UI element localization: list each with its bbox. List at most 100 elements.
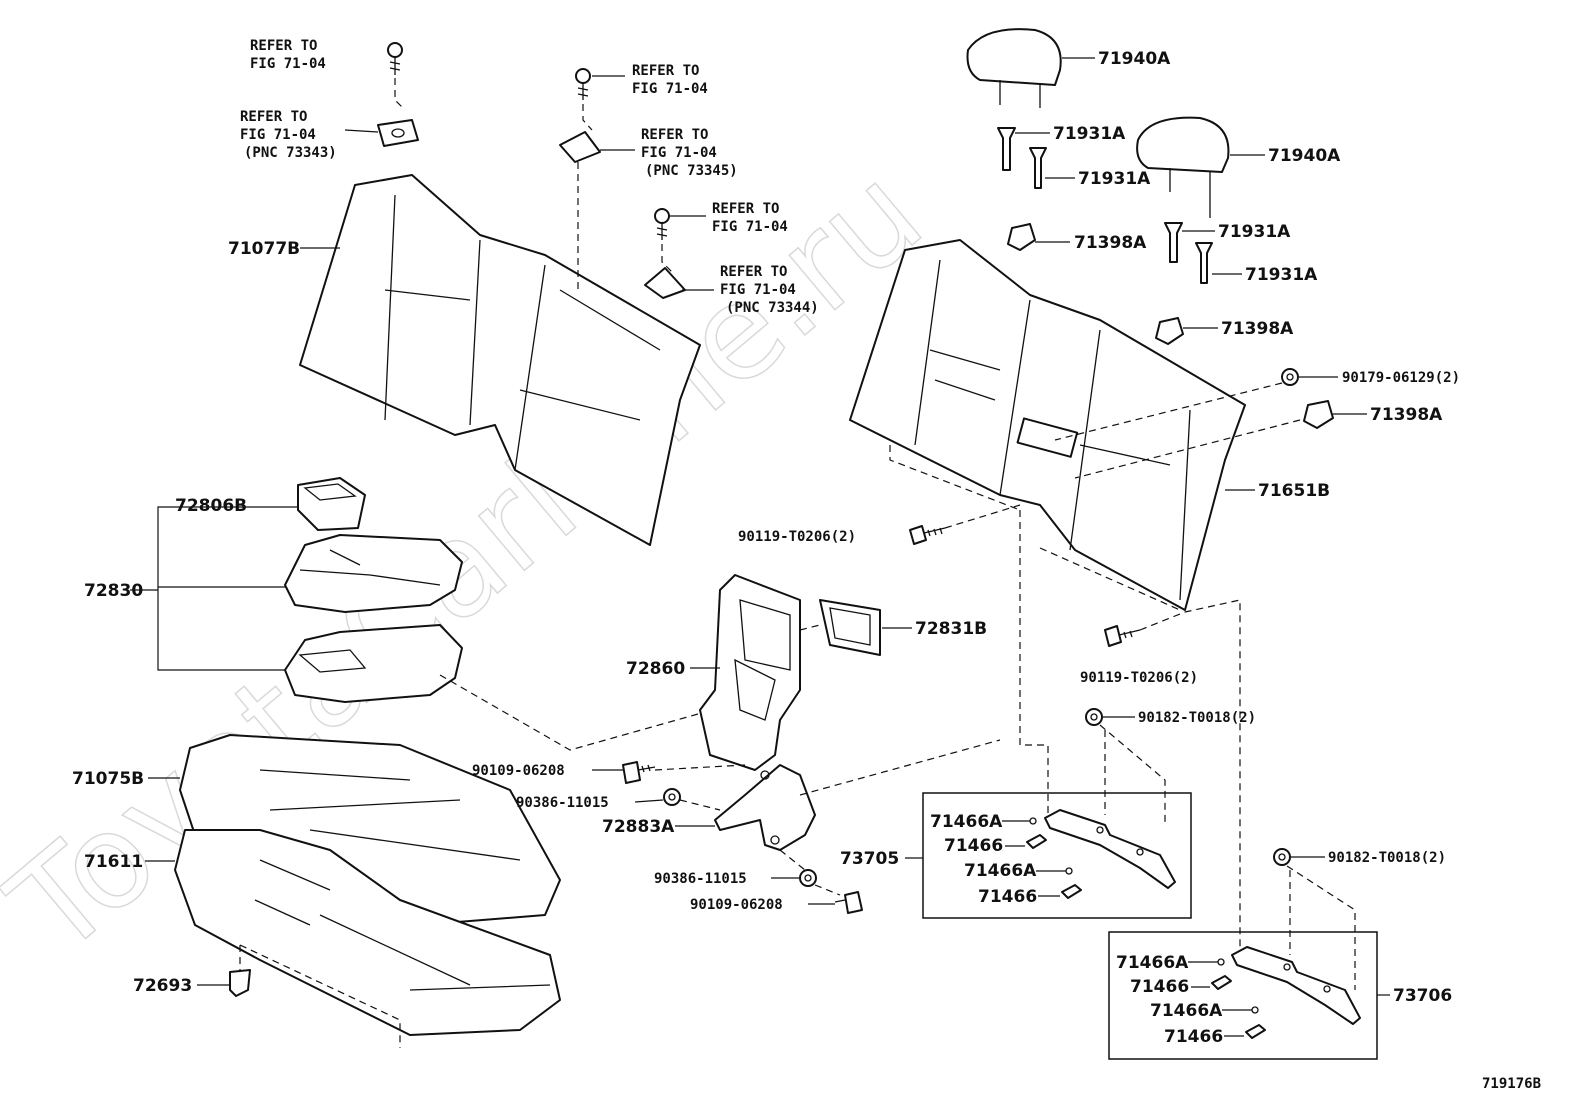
svg-text:REFER TO: REFER TO [632, 63, 699, 79]
pin-icon [1217, 958, 1225, 966]
label-90182-2: 90182-T0018(2) [1328, 850, 1446, 866]
label-72831B: 72831B [915, 619, 987, 639]
refer-note-4: REFER TO FIG 71-04 (PNC 73345) [641, 127, 738, 179]
clip-icon [1155, 317, 1184, 345]
svg-text:FIG 71-04: FIG 71-04 [632, 81, 708, 97]
label-90119-2: 90119-T0206(2) [1080, 670, 1198, 686]
label-71466A-2: 71466A [964, 861, 1037, 881]
label-71466A-3: 71466A [1116, 953, 1189, 973]
bolt-icon [834, 891, 863, 914]
pin-icon [1029, 817, 1037, 825]
label-71931A-3: 71931A [1218, 222, 1291, 242]
label-71077B: 71077B [228, 239, 300, 259]
armrest-upper[interactable] [284, 534, 463, 613]
label-71940A-2: 71940A [1268, 146, 1341, 166]
label-72883A: 72883A [602, 817, 675, 837]
headrest-support-icon [1195, 242, 1213, 284]
armrest-frame[interactable] [699, 574, 801, 771]
bolt-icon [909, 525, 946, 545]
seat-back-cover-left[interactable] [299, 174, 701, 546]
headrest-support-icon [1029, 147, 1047, 189]
headrest-1[interactable] [966, 28, 1062, 108]
label-90386-2: 90386-11015 [654, 871, 747, 887]
washer-icon [1245, 1024, 1266, 1039]
label-72806B: 72806B [175, 496, 247, 516]
refer-note-6: REFER TO FIG 71-04 (PNC 73344) [720, 264, 819, 316]
refer-note-1: REFER TO FIG 71-04 [250, 38, 326, 72]
label-71651B: 71651B [1258, 481, 1330, 501]
seat-belt-guide-icon [559, 131, 601, 163]
svg-text:FIG 71-04: FIG 71-04 [641, 145, 717, 161]
nut-icon [663, 788, 681, 806]
svg-text:FIG 71-04: FIG 71-04 [720, 282, 796, 298]
pin-icon [1065, 867, 1073, 875]
label-71466-4: 71466 [1164, 1027, 1223, 1047]
lock-bracket[interactable] [1044, 809, 1176, 889]
washer-icon [1061, 884, 1082, 899]
refer-note-2: REFER TO FIG 71-04 (PNC 73343) [240, 109, 337, 161]
bolt-icon [622, 761, 656, 784]
nut-icon [1085, 708, 1103, 726]
label-71931A-4: 71931A [1245, 265, 1318, 285]
label-90119-1: 90119-T0206(2) [738, 529, 856, 545]
label-90179: 90179-06129(2) [1342, 370, 1460, 386]
assembly-box-73705 [922, 792, 1192, 919]
seat-cushion-pad[interactable] [174, 829, 561, 1036]
label-71466A-4: 71466A [1150, 1001, 1223, 1021]
svg-text:REFER TO: REFER TO [240, 109, 307, 125]
label-71466-3: 71466 [1130, 977, 1189, 997]
refer-note-5: REFER TO FIG 71-04 [712, 201, 788, 235]
svg-text:(PNC 73345): (PNC 73345) [645, 163, 738, 179]
label-71398A-2: 71398A [1221, 319, 1294, 339]
label-90109-2: 90109-06208 [690, 897, 783, 913]
label-90109-1: 90109-06208 [472, 763, 565, 779]
label-71466-1: 71466 [944, 836, 1003, 856]
headrest-2[interactable] [1136, 116, 1230, 218]
cup-holder[interactable] [297, 477, 366, 531]
refer-note-1-line2: FIG 71-04 [250, 56, 326, 72]
bracket[interactable] [714, 764, 816, 851]
headrest-support-icon [997, 127, 1016, 171]
label-71940A-1: 71940A [1098, 49, 1171, 69]
label-71611: 71611 [84, 852, 143, 872]
washer-icon [1211, 975, 1232, 990]
nut-icon [1273, 848, 1291, 866]
label-71931A-2: 71931A [1078, 169, 1151, 189]
lock-bracket[interactable] [1231, 946, 1361, 1025]
svg-text:FIG 71-04: FIG 71-04 [240, 127, 316, 143]
figure-id: 719176B [1482, 1076, 1541, 1092]
bolt-icon [1104, 625, 1141, 647]
seat-belt-guide-icon [377, 119, 419, 147]
nut-icon [799, 869, 817, 887]
seat-back-frame-right[interactable] [849, 239, 1246, 611]
refer-note-3: REFER TO FIG 71-04 [632, 63, 708, 97]
svg-text:(PNC 73344): (PNC 73344) [726, 300, 819, 316]
armrest-lower[interactable] [284, 624, 463, 703]
label-71075B: 71075B [72, 769, 144, 789]
label-71398A-3: 71398A [1370, 405, 1443, 425]
label-71466-2: 71466 [978, 887, 1037, 907]
refer-note-1-line1: REFER TO [250, 38, 317, 54]
clip-icon [1303, 400, 1334, 429]
screw-icon [654, 208, 670, 240]
label-90386-1: 90386-11015 [516, 795, 609, 811]
washer-icon [1026, 834, 1047, 849]
svg-text:REFER TO: REFER TO [641, 127, 708, 143]
armrest-lid-frame[interactable] [819, 599, 881, 656]
label-72693: 72693 [133, 976, 192, 996]
label-72860: 72860 [626, 659, 685, 679]
svg-text:REFER TO: REFER TO [712, 201, 779, 217]
svg-text:FIG 71-04: FIG 71-04 [712, 219, 788, 235]
label-90182-1: 90182-T0018(2) [1138, 710, 1256, 726]
label-71931A-1: 71931A [1053, 124, 1126, 144]
label-72830: 72830 [84, 581, 143, 601]
pin-icon [1251, 1006, 1259, 1014]
headrest-support-icon [1164, 222, 1183, 263]
screw-icon [387, 42, 403, 75]
clip-icon [229, 969, 251, 997]
nut-icon [1281, 368, 1299, 386]
svg-text:(PNC 73343): (PNC 73343) [244, 145, 337, 161]
label-71398A-1: 71398A [1074, 233, 1147, 253]
clip-icon [1007, 223, 1036, 251]
